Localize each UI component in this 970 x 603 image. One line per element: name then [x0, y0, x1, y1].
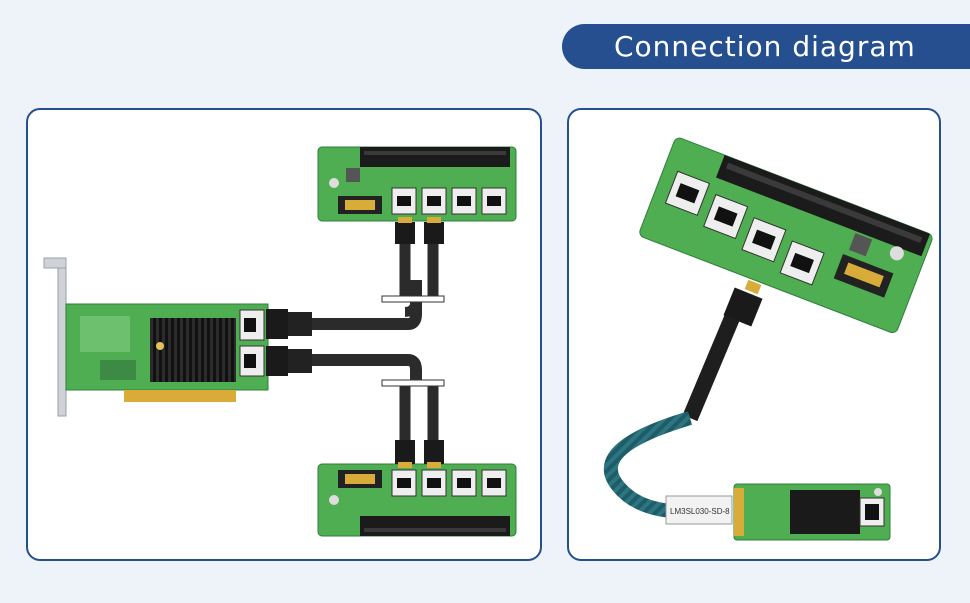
title-banner: Connection diagram	[562, 24, 970, 69]
bottom-adapter-board	[317, 463, 517, 537]
sff-cable-upper	[266, 217, 445, 339]
heatsink-icon	[150, 318, 236, 382]
bottom-board-sff-ports	[391, 469, 507, 497]
hba-raid-card	[43, 257, 269, 417]
sff-cable-closeup: LM3SL030-SD-8	[603, 279, 763, 525]
top-adapter-board	[317, 146, 517, 222]
page-title: Connection diagram	[614, 30, 916, 63]
sff-cable-lower	[266, 346, 445, 468]
m2-adapter-card	[733, 483, 891, 541]
adapter-board-closeup	[639, 137, 933, 334]
cable-label: LM3SL030-SD-8	[670, 507, 730, 516]
top-board-sff-ports	[391, 187, 507, 215]
